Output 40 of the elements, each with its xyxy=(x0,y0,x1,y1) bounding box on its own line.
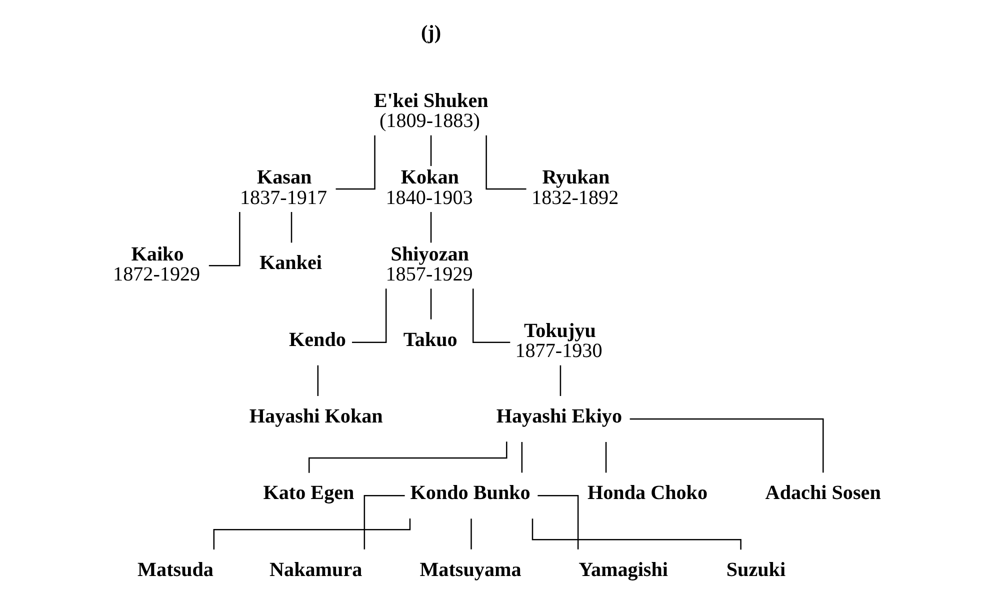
node-text: Kankei xyxy=(258,252,322,274)
connector xyxy=(520,442,522,473)
node-text: Kendo xyxy=(288,328,346,351)
connector xyxy=(470,518,472,550)
node-text: Hayashi Kokan xyxy=(248,406,382,428)
node-text: E'kei Shuken (1809-1883) xyxy=(373,90,488,132)
node-text: Suzuki xyxy=(726,558,786,581)
connector xyxy=(559,365,561,396)
node-text: Matsuyama xyxy=(419,558,521,581)
connector xyxy=(604,442,606,473)
connector xyxy=(430,135,432,166)
connector xyxy=(290,212,292,243)
node-text: Takuo xyxy=(402,328,457,351)
connector xyxy=(472,288,510,343)
node-text: Kasan 1837-1917 xyxy=(239,166,327,209)
node-text: Nakamura xyxy=(269,558,362,581)
connector xyxy=(363,495,404,550)
connector xyxy=(537,495,578,550)
node-text: Tokujyu 1877-1930 xyxy=(514,320,602,362)
node-text: Hayashi Ekiyo xyxy=(496,406,622,428)
connector xyxy=(335,135,375,190)
connector xyxy=(308,442,507,473)
node-text: Matsuda xyxy=(137,558,213,581)
node-text: Kondo Bunko xyxy=(410,482,530,504)
connector xyxy=(430,212,432,243)
connector xyxy=(629,418,824,473)
connector xyxy=(352,288,386,343)
node-text: Yamagishi xyxy=(578,558,668,581)
connector xyxy=(485,135,526,190)
node-text: Shiyozan 1857-1929 xyxy=(385,243,472,286)
label: (j) xyxy=(420,22,441,44)
node-text: Honda Choko xyxy=(586,482,708,504)
node-text: Adachi Sosen xyxy=(764,482,880,504)
node-text: Kokan 1840-1903 xyxy=(385,166,472,209)
connector xyxy=(430,288,432,320)
connector xyxy=(316,365,318,396)
node-text: Kaiko 1872-1929 xyxy=(112,243,200,286)
node-text: Kato Egen xyxy=(262,482,354,504)
node-text: Ryukan 1832-1892 xyxy=(531,166,618,209)
connector xyxy=(208,212,240,266)
